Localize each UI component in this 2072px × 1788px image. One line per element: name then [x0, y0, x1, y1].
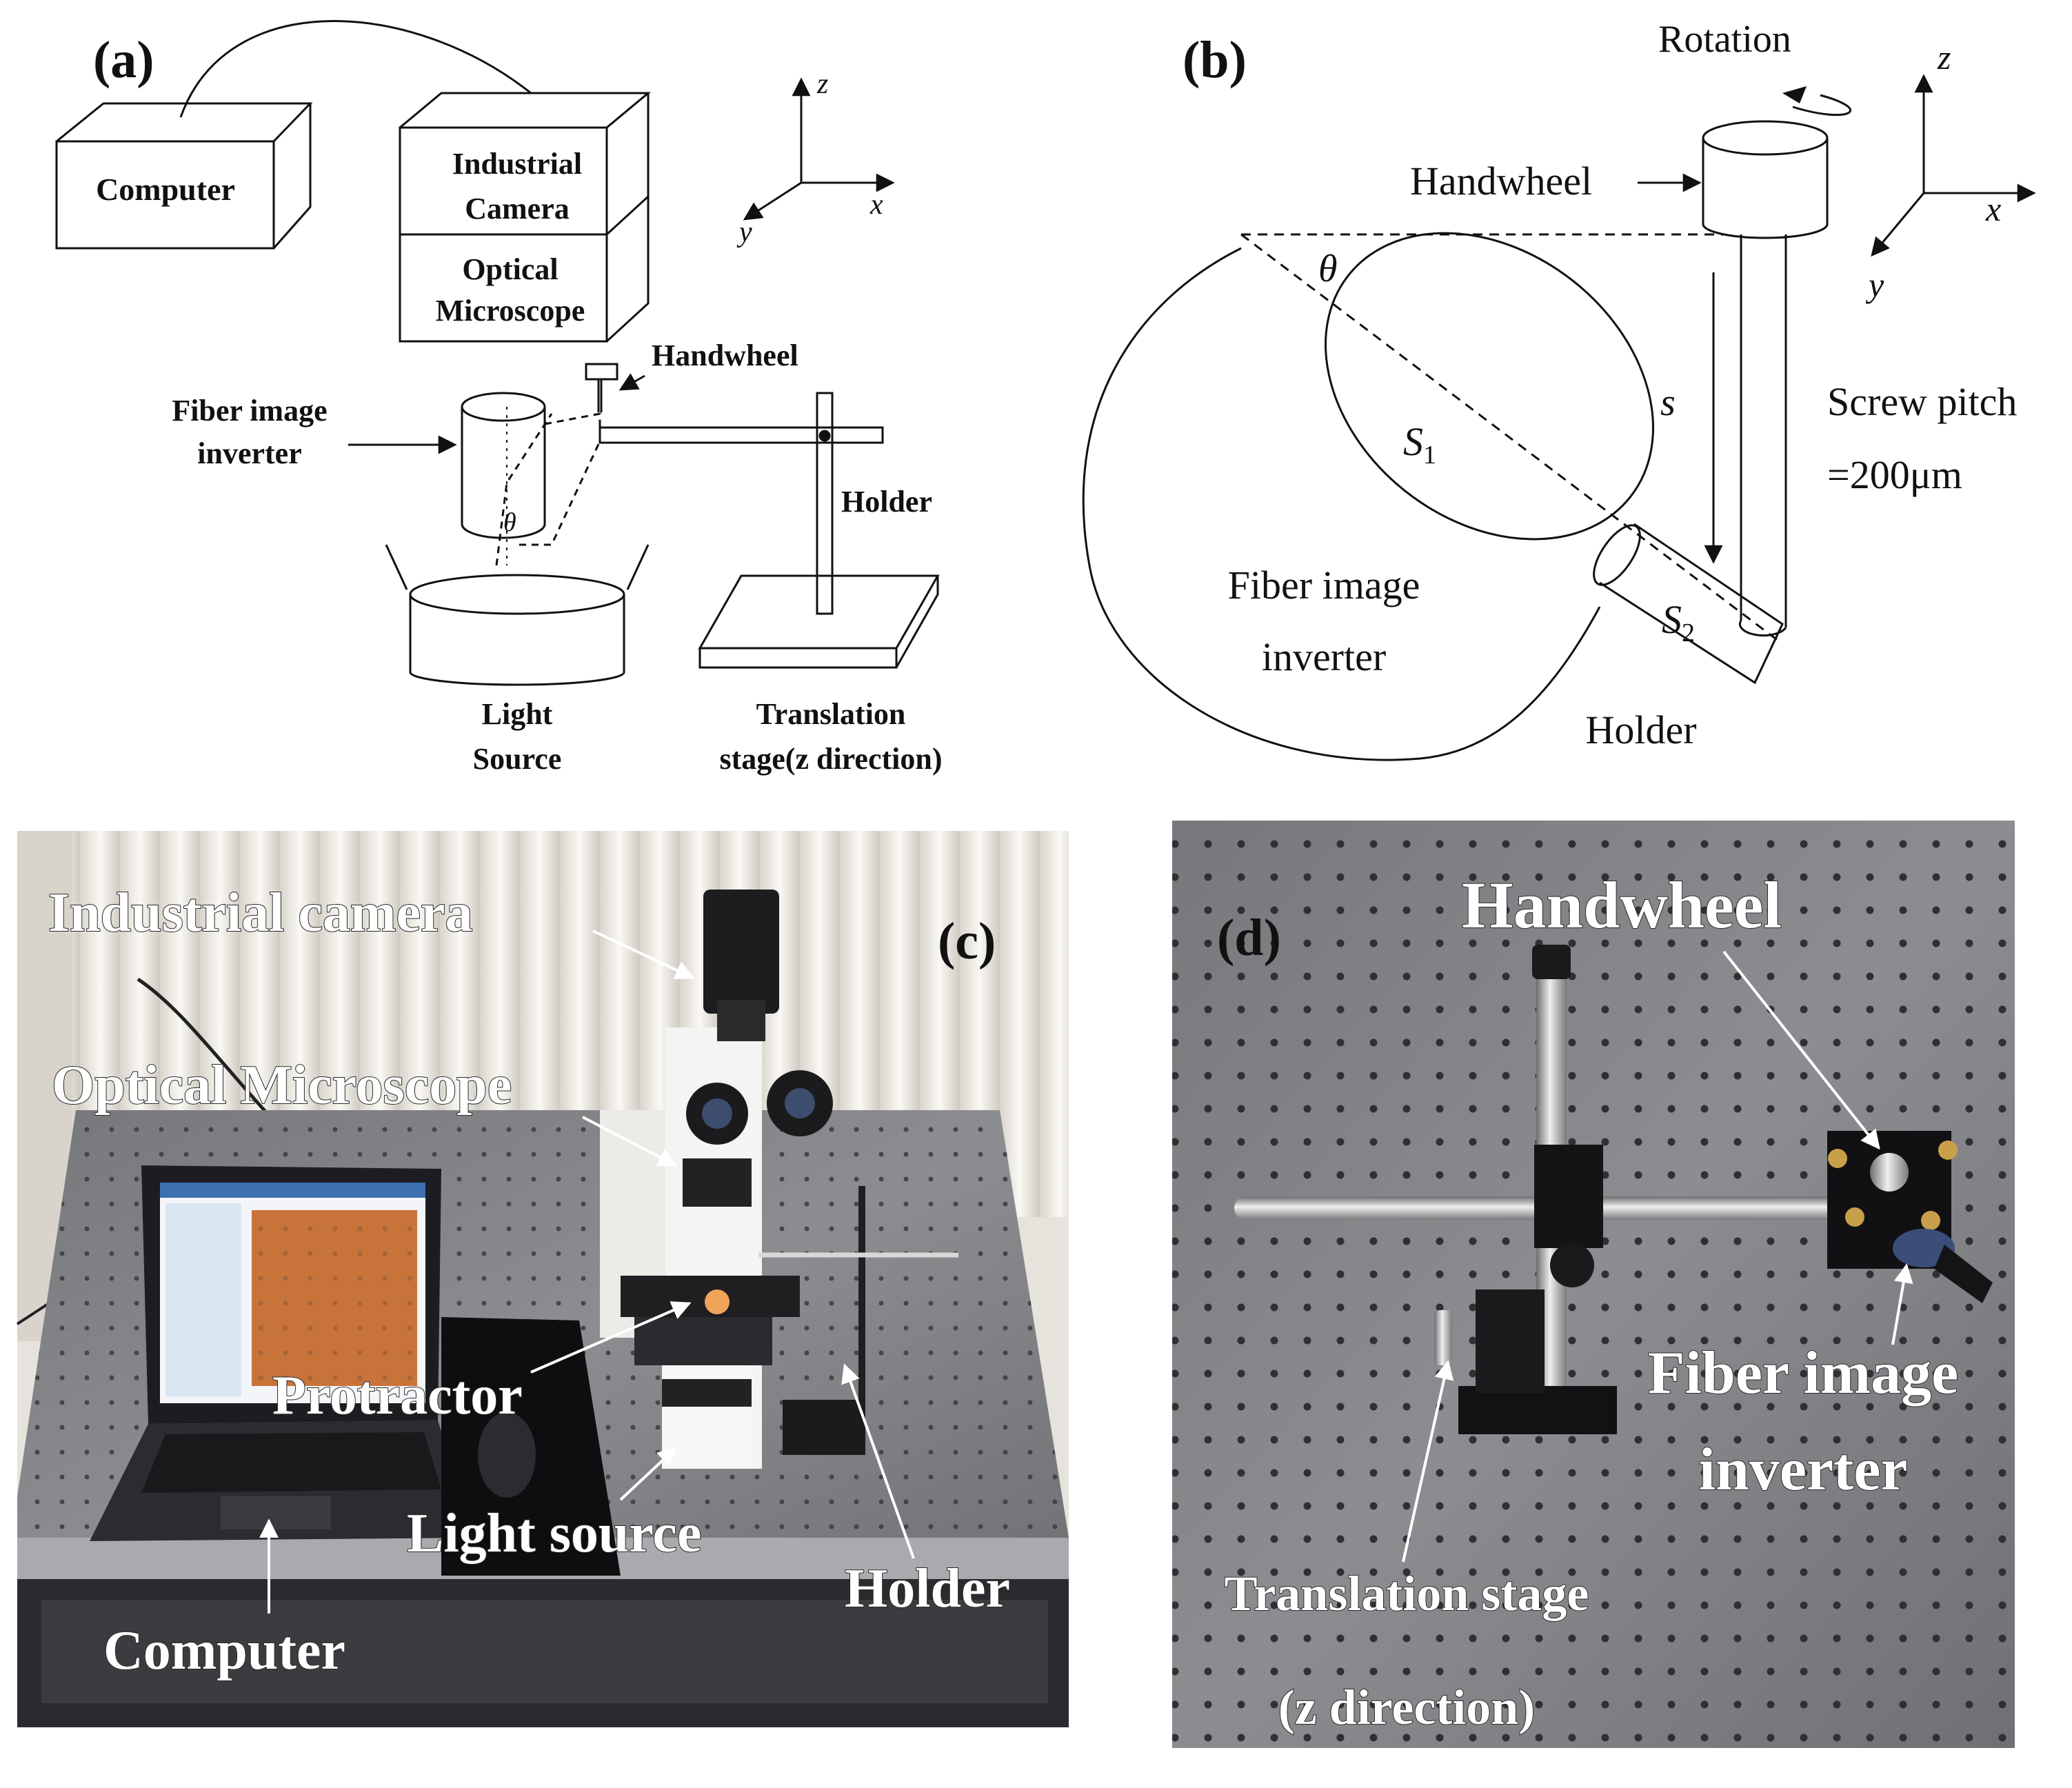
- rotation-label: Rotation: [1658, 18, 1791, 61]
- photo-c-light-label: Light source: [407, 1503, 701, 1564]
- photo-c-camera-arrow: [592, 930, 695, 979]
- photo-c-protractor-label: Protractor: [272, 1365, 523, 1426]
- table-frame-inner: [41, 1600, 1048, 1703]
- photo-c-microscope-arrow: [582, 1116, 678, 1167]
- stage-a-label-1: Translation: [756, 697, 906, 731]
- clamp-knob: [1550, 1243, 1594, 1287]
- photo-c-computer-label: Computer: [103, 1620, 345, 1681]
- photo-d-fiber-label-1: Fiber image: [1648, 1340, 1958, 1407]
- photo-c-protractor-arrow: [530, 1301, 692, 1374]
- fiber-b-label-1: Fiber image: [1228, 563, 1420, 607]
- photo-c-light-arrow: [619, 1447, 678, 1501]
- rotation-arrowhead: [1782, 86, 1807, 103]
- photo-c-camera-label: Industrial camera: [48, 883, 473, 943]
- holder-b-label: Holder: [1585, 707, 1696, 752]
- cable-line: [179, 20, 532, 118]
- axes-a: [743, 77, 895, 221]
- fiber-cylinder-b: [1082, 232, 1784, 761]
- panel-a-letter: (a): [93, 31, 154, 89]
- photo-c-microscope-label: Optical Microscope: [52, 1055, 512, 1116]
- photo-d-stage-label-2: (z direction): [1278, 1680, 1536, 1735]
- panel-b-letter: (b): [1183, 31, 1247, 89]
- photo-d-fiber-label-2: inverter: [1699, 1436, 1908, 1503]
- handwheel-a-arrow: [618, 373, 645, 391]
- s-label: s: [1660, 381, 1676, 424]
- mouse: [478, 1412, 536, 1498]
- translation-stage-a: [698, 574, 940, 669]
- s1-label: S1: [1403, 419, 1436, 470]
- laptop: [90, 1165, 476, 1541]
- photo-c-holder-arrow: [841, 1363, 915, 1559]
- light-a-label-2: Source: [473, 742, 562, 776]
- light-source-a: [385, 544, 650, 686]
- panel-a: (a) Computer Industrial Camera Optical M…: [55, 20, 943, 776]
- microscope-label-2: Microscope: [436, 294, 585, 328]
- theta-b-label: θ: [1318, 248, 1338, 290]
- axis-a-z-label: z: [816, 68, 828, 100]
- photo-c-holder-label: Holder: [845, 1558, 1010, 1619]
- photo-d-fiber-arrow: [1891, 1263, 1913, 1345]
- handwheel-b-label: Handwheel: [1410, 159, 1592, 203]
- axis-b-x-label: x: [1985, 190, 2001, 228]
- photo-d-stage-arrow: [1402, 1360, 1454, 1563]
- holder-a-label: Holder: [841, 485, 932, 519]
- cross-clamp: [1534, 1145, 1603, 1248]
- screw-pitch-label-2: =200μm: [1827, 452, 1962, 497]
- photo-d-handwheel-label: Handwheel: [1462, 868, 1782, 942]
- photo-d-handwheel-arrow: [1722, 950, 1880, 1150]
- camera-microscope-box: [399, 92, 652, 343]
- holder-c: [758, 1186, 958, 1455]
- computer-label: Computer: [96, 172, 235, 207]
- panel-d-photo: (d) Handwheel Fiber image inverter Trans…: [1172, 821, 2015, 1748]
- theta-a-label: θ: [503, 508, 516, 537]
- screw-pitch-label-1: Screw pitch: [1827, 379, 2017, 424]
- axis-b-y-label: y: [1865, 265, 1884, 304]
- axis-b-z-label: z: [1937, 38, 1951, 77]
- holder-a: [599, 392, 884, 615]
- photo-d-plate-holes: [1172, 821, 2015, 1748]
- fiber-b-label-2: inverter: [1262, 634, 1386, 679]
- translation-stage-d: [1434, 1289, 1617, 1434]
- rotation-arrow: [1792, 94, 1852, 117]
- stage-a-label-2: stage(z direction): [720, 742, 943, 776]
- fiber-cylinder-a: [461, 392, 601, 566]
- photo-d-stage-label-1: Translation stage: [1225, 1566, 1589, 1621]
- camera-label-1: Industrial: [452, 147, 582, 181]
- panel-b: (b) Rotation Handwheel z x y: [1082, 18, 2036, 761]
- camera-label-2: Camera: [465, 192, 570, 225]
- panel-d-letter: (d): [1217, 909, 1281, 967]
- computer-box: [55, 102, 313, 250]
- handwheel-a: [585, 363, 618, 412]
- fiber-a-label-2: inverter: [197, 436, 301, 470]
- handwheel-a-label: Handwheel: [652, 339, 798, 372]
- microscope: [600, 890, 833, 1469]
- panel-c-letter: (c): [938, 912, 996, 970]
- fiber-mount-d: [1827, 1131, 1993, 1303]
- axis-a-x-label: x: [869, 189, 883, 221]
- s2-label: S2: [1662, 597, 1695, 647]
- handwheel-b: [1702, 120, 1829, 637]
- microscope-label-1: Optical: [462, 252, 558, 286]
- axis-a-y-label: y: [736, 217, 752, 248]
- axes-b: [1871, 74, 2036, 257]
- panel-c-photo: Industrial camera (c) Optical Microscope…: [16, 831, 1069, 1727]
- post-cap: [1532, 945, 1571, 979]
- fiber-a-label-1: Fiber image: [172, 394, 327, 428]
- light-a-label-1: Light: [482, 697, 553, 731]
